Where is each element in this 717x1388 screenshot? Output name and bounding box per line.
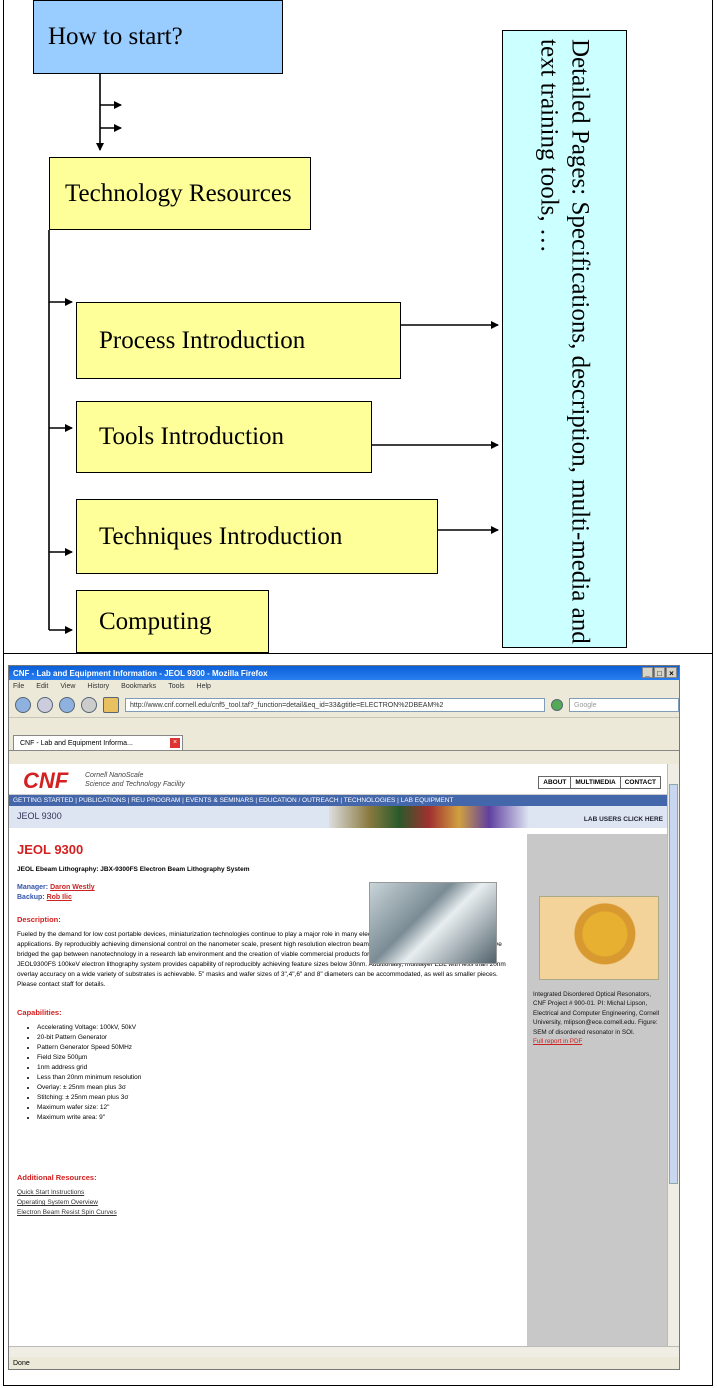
back-icon[interactable] [15,697,31,713]
maximize-icon[interactable]: □ [654,667,665,678]
list-item: Field Size 500µm [37,1053,517,1063]
menu-help[interactable]: Help [196,683,211,690]
detailed-pages-box: Detailed Pages: Specifications, descript… [502,30,627,648]
description-text: Fueled by the demand for low cost portab… [17,931,506,988]
backup-line: Backup: Rob Ilic [17,893,517,903]
page-band: JEOL 9300 LAB USERS CLICK HERE [9,806,669,828]
list-item: Stitching: ± 25nm mean plus 3σ [37,1093,517,1103]
description-title: Description: [17,915,61,924]
reload-icon[interactable] [59,697,75,713]
process-introduction-box: Process Introduction [76,302,401,379]
search-input[interactable]: Google [569,698,679,712]
site-subtitle-line1: Cornell NanoScale [85,772,144,779]
forward-icon[interactable] [37,697,53,713]
go-icon[interactable] [551,699,563,711]
menu-edit[interactable]: Edit [36,683,49,690]
techniques-introduction-box: Techniques Introduction [76,499,438,574]
nav-contact[interactable]: CONTACT [619,776,661,789]
manager-label: Manager: [17,884,49,891]
resource-link-quickstart[interactable]: Quick Start Instructions [17,1189,85,1196]
sidebar-caption: Integrated Disordered Optical Resonators… [533,991,660,1036]
lab-photo [369,882,497,964]
browser-window: CNF - Lab and Equipment Information - JE… [8,665,680,1370]
capabilities-list: Accelerating Voltage: 100kV, 50kV 20-bit… [17,1023,517,1123]
how-to-start-label: How to start? [48,23,183,50]
web-page: CNF Cornell NanoScale Science and Techno… [9,764,669,1346]
list-item: 1nm address grid [37,1063,517,1073]
nav-multimedia[interactable]: MULTIMEDIA [570,776,621,789]
tab-label: CNF - Lab and Equipment Informa... [20,740,133,747]
list-item: 20-bit Pattern Generator [37,1033,517,1043]
main-content: JEOL 9300 JEOL Ebeam Lithography: JBX-93… [17,834,517,1218]
technology-resources-label: Technology Resources [65,179,292,207]
resource-link-os-overview[interactable]: Operating System Overview [17,1199,98,1206]
browser-titlebar: CNF - Lab and Equipment Information - JE… [9,666,679,680]
page-subheading: JEOL Ebeam Lithography: JBX-9300FS Elect… [17,866,250,873]
list-item: Overlay: ± 25nm mean plus 3σ [37,1083,517,1093]
menu-view[interactable]: View [60,683,76,690]
tab-cnf[interactable]: CNF - Lab and Equipment Informa... × [13,735,183,750]
vertical-scrollbar[interactable] [667,764,679,1346]
manager-line: Manager: Daron Westly [17,883,517,893]
tools-introduction-label: Tools Introduction [99,423,285,450]
minimize-icon[interactable]: _ [642,667,653,678]
browser-title: CNF - Lab and Equipment Information - JE… [13,668,268,678]
band-title: JEOL 9300 [17,811,62,821]
detailed-pages-label: Detailed Pages: Specifications, descript… [535,39,594,644]
list-item: Pattern Generator Speed 50MHz [37,1043,517,1053]
list-item: Maximum write area: 9" [37,1113,517,1123]
site-subtitle: Cornell NanoScale Science and Technology… [85,771,185,789]
resource-link-spin-curves[interactable]: Electron Beam Resist Spin Curves [17,1209,117,1216]
stop-icon[interactable] [81,697,97,713]
status-bar: Done [13,1360,30,1367]
menu-tools[interactable]: Tools [168,683,185,690]
bookmarks-toolbar [9,717,679,732]
menu-history[interactable]: History [87,683,110,690]
sidebar-pdf-link[interactable]: Full report in PDF [533,1038,583,1046]
technology-resources-box: Technology Resources [49,157,311,230]
computing-label: Computing [99,607,212,635]
scroll-thumb[interactable] [669,784,678,1184]
browser-menubar: File Edit View History Bookmarks Tools H… [9,680,679,693]
band-image [329,806,529,828]
menu-file[interactable]: File [13,683,25,690]
backup-label: Backup: [17,894,45,901]
tools-introduction-box: Tools Introduction [76,401,372,473]
url-field[interactable]: http://www.cnf.cornell.edu/cnf5_tool.taf… [125,698,545,712]
lab-users-link[interactable]: LAB USERS CLICK HERE [583,816,663,823]
site-menu-strip[interactable]: GETTING STARTED | PUBLICATIONS | REU PRO… [9,795,669,806]
capabilities-title: Capabilities: [17,1008,62,1017]
page-sidebar: Integrated Disordered Optical Resonators… [527,834,669,1346]
tab-close-icon[interactable]: × [170,738,180,748]
site-subtitle-line2: Science and Technology Facility [85,781,185,788]
process-introduction-label: Process Introduction [99,326,306,354]
site-header: CNF Cornell NanoScale Science and Techno… [9,764,669,795]
outer-frame [3,0,713,1386]
nav-about[interactable]: ABOUT [538,776,572,789]
page-heading: JEOL 9300 [17,842,84,857]
connector-arrows [48,74,499,634]
how-to-start-box: How to start? [33,0,283,74]
horizontal-scrollbar[interactable] [9,1346,679,1357]
list-item: Less than 20nm minimum resolution [37,1073,517,1083]
manager-link[interactable]: Daron Westly [50,884,95,891]
resources-title: Additional Resources: [17,1173,97,1182]
sem-image [539,896,659,980]
list-item: Maximum wafer size: 12" [37,1103,517,1113]
home-icon[interactable] [103,697,119,713]
close-icon[interactable]: × [666,667,677,678]
section-divider [3,653,713,654]
cnf-logo[interactable]: CNF [23,768,69,793]
top-nav: ABOUT MULTIMEDIA CONTACT [538,776,661,789]
browser-navbar: http://www.cnf.cornell.edu/cnf5_tool.taf… [9,693,679,717]
techniques-introduction-label: Techniques Introduction [99,522,343,550]
sidebar-caption-block: Integrated Disordered Optical Resonators… [533,990,665,1046]
menu-bookmarks[interactable]: Bookmarks [121,683,157,690]
backup-link[interactable]: Rob Ilic [46,894,72,901]
list-item: Accelerating Voltage: 100kV, 50kV [37,1023,517,1033]
tab-bar: CNF - Lab and Equipment Informa... × [9,732,679,751]
computing-box: Computing [76,590,269,653]
